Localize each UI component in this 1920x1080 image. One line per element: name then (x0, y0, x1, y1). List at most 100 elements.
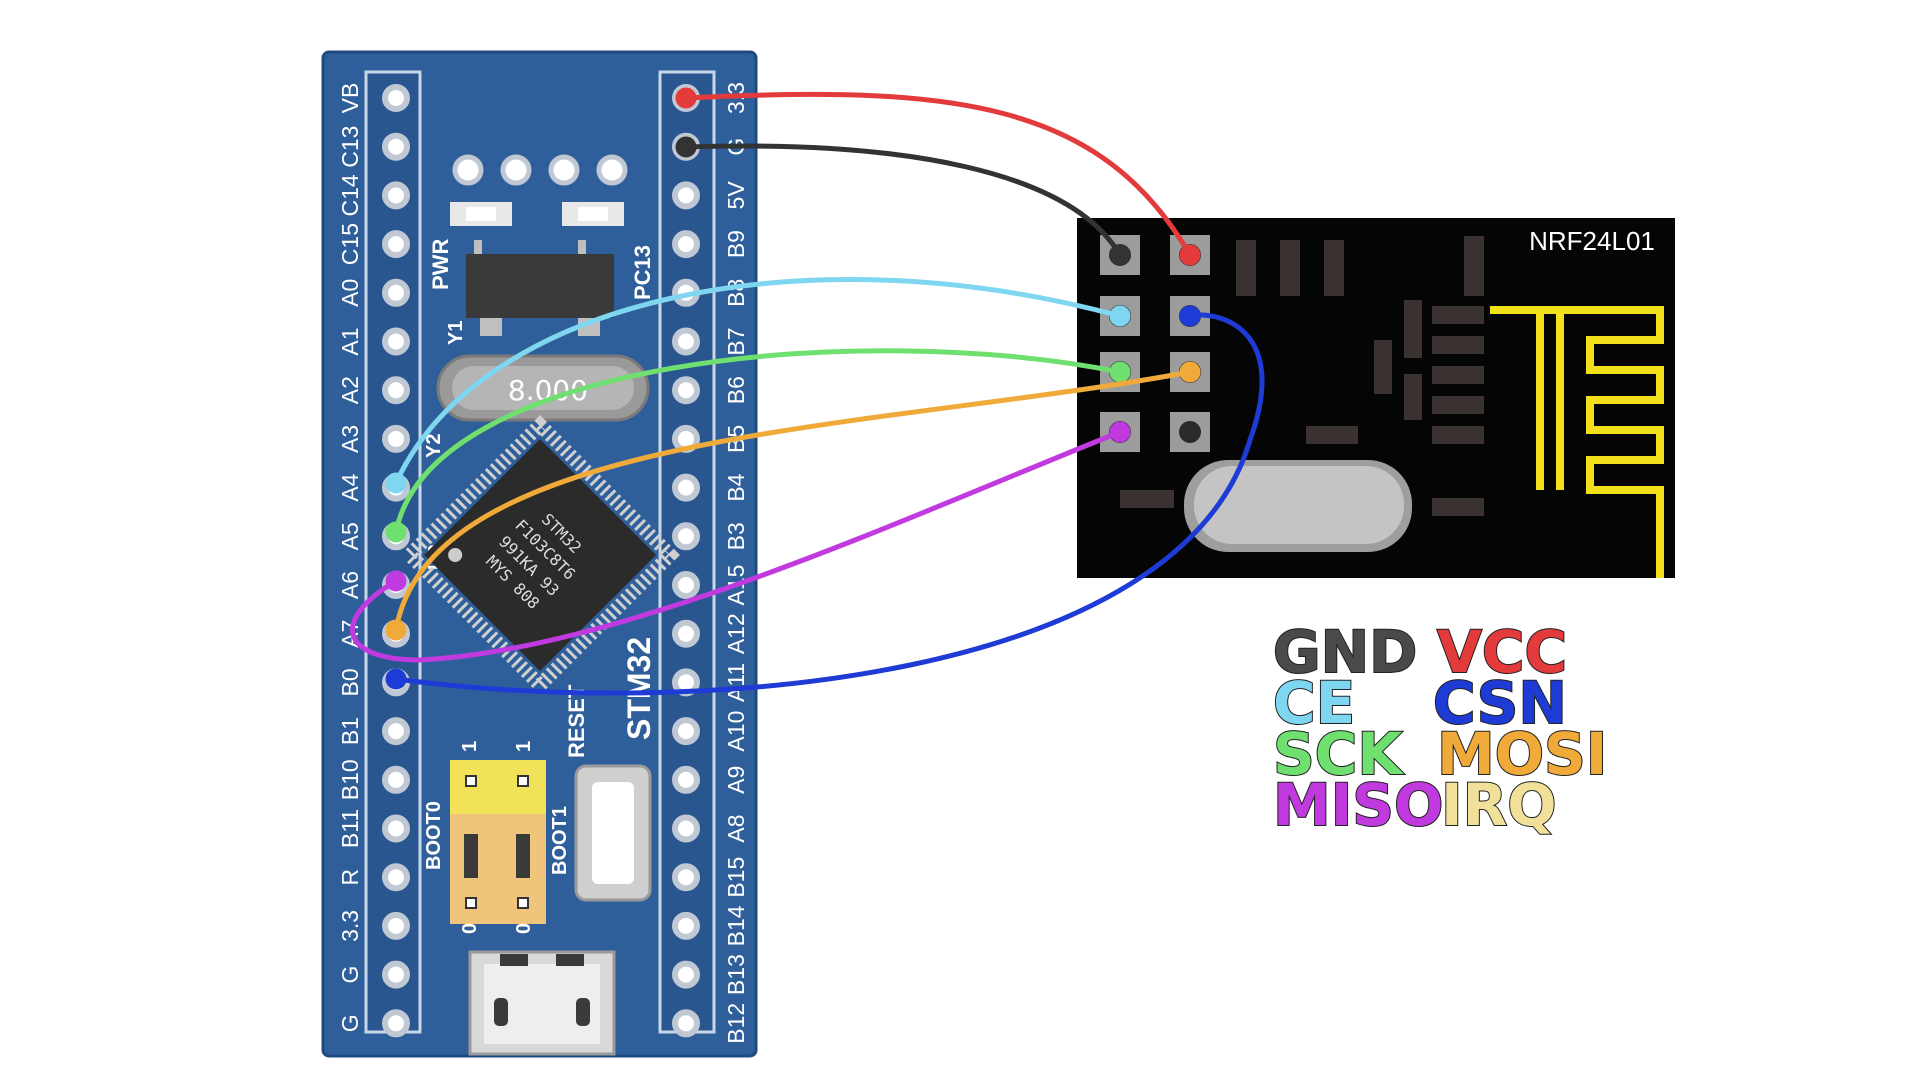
pcb-antenna (1490, 306, 1664, 578)
wire-vcc (683, 91, 1193, 258)
right-pin-label: B4 (723, 473, 749, 501)
left-pin-hole-c15 (382, 230, 410, 259)
jumper-bottom-left-label: 0 (459, 923, 481, 934)
left-pin-hole-vb (382, 84, 410, 112)
left-pin-hole-r (382, 863, 410, 892)
reset-label: RESET (564, 684, 589, 758)
pwr-label: PWR (428, 239, 453, 290)
right-pin-hole-b12 (672, 1009, 700, 1038)
wire-sck (393, 348, 1123, 535)
module-components (1120, 236, 1484, 516)
micro-usb-port[interactable] (468, 950, 616, 1056)
module-crystal (1184, 460, 1412, 552)
left-pin-hole-33 (382, 911, 410, 940)
right-pin-label: B15 (723, 857, 749, 898)
wire-miso-end-module (1109, 421, 1131, 443)
y1-label: Y1 (445, 321, 467, 345)
left-pin-label: C14 (337, 174, 363, 216)
right-pin-hole-b9 (672, 230, 700, 259)
crystal-oscillator: 8.000 (436, 354, 650, 422)
jumper-top-left-label: 1 (459, 741, 481, 752)
led-pc13 (562, 202, 624, 226)
left-pin-hole-a3 (382, 424, 410, 453)
left-pin-hole-c13 (382, 132, 410, 161)
left-pin-label: VB (337, 83, 363, 114)
left-pin-hole-b11 (382, 814, 410, 843)
left-pin-label: G (337, 966, 363, 984)
right-pin-label: A8 (723, 814, 749, 842)
left-pin-hole-a0 (382, 278, 410, 307)
right-pin-labels: 3.3G5VB9B8B7B6B5B4B3A15A12A11A10A9A8B15B… (723, 82, 749, 1044)
jumper-bottom-right-label: 0 (513, 923, 535, 934)
right-pin-label: 5V (723, 181, 749, 210)
boot0-label: BOOT0 (423, 801, 445, 870)
right-pin-label: B6 (723, 376, 749, 404)
legend-vcc: VCC (1437, 618, 1567, 686)
right-pin-label: B12 (723, 1003, 749, 1044)
left-pin-labels: VBC13C14C15A0A1A2A3A4A5A6A7B0B1B10B11R3.… (337, 83, 363, 1033)
legend-irq: IRQ (1441, 771, 1557, 839)
module-pad-hole (1179, 421, 1201, 443)
left-pin-hole-b10 (382, 765, 410, 794)
right-pin-holes (672, 84, 700, 1038)
left-pin-label: A6 (337, 571, 363, 599)
wire-gnd-end-board (675, 136, 697, 158)
right-pin-hole-b4 (672, 473, 700, 502)
wire-sck-end-board (385, 521, 407, 543)
wire-mosi (393, 369, 1193, 633)
reset-button[interactable] (574, 764, 652, 902)
left-pin-label: B11 (337, 809, 363, 848)
right-pin-hole-a8 (672, 814, 700, 843)
wire-csn-end-module (1179, 305, 1201, 327)
wire-csn-end-board (385, 668, 407, 690)
left-pin-label: A2 (337, 376, 363, 404)
right-pin-hole-a9 (672, 765, 700, 794)
wire-csn (393, 312, 1265, 696)
right-pin-hole-5v (672, 181, 700, 210)
legend-mosi: MOSI (1437, 720, 1607, 788)
y2-label: Y2 (423, 434, 445, 458)
boot1-label: BOOT1 (549, 806, 571, 875)
right-pin-hole-b14 (672, 911, 700, 940)
wires (350, 87, 1265, 696)
wire-ce (393, 277, 1123, 486)
wire-gnd (683, 143, 1123, 258)
right-pin-label: A10 (723, 711, 749, 752)
right-pin-hole-a15 (672, 571, 700, 599)
left-pin-label: C15 (337, 223, 363, 265)
mcu-chip: STM32 F103C8T6 991KA 93 MYS 808 (399, 414, 681, 696)
pc13-label: PC13 (630, 245, 655, 300)
module-title: NRF24L01 (1529, 226, 1655, 256)
right-pin-label: A12 (723, 613, 749, 654)
top-pads (452, 154, 628, 186)
wire-ce-end-module (1109, 305, 1131, 327)
nrf24l01-module: NRF24L01 (1077, 218, 1675, 578)
legend-sck: SCK (1273, 720, 1404, 788)
left-pin-label: 3.3 (337, 910, 363, 942)
left-pin-label: A1 (337, 327, 363, 355)
right-pin-label: A9 (723, 766, 749, 794)
boot-jumpers (450, 760, 546, 924)
left-pin-label: G (337, 1014, 363, 1032)
left-pin-label: B0 (337, 668, 363, 696)
right-pin-label: B8 (723, 279, 749, 307)
left-pin-hole-g (382, 1009, 410, 1038)
legend-gnd: GND (1273, 618, 1417, 686)
right-pin-hole-b15 (672, 863, 700, 892)
right-pin-label: B9 (723, 230, 749, 258)
right-pin-hole-a10 (672, 717, 700, 746)
right-pin-hole-a12 (672, 619, 700, 648)
left-pin-label: A0 (337, 279, 363, 307)
wire-mosi-end-board (385, 619, 407, 641)
left-pin-label: B10 (337, 759, 363, 800)
right-pin-label: B7 (723, 327, 749, 355)
stm32-logo: STM32 (621, 637, 657, 740)
left-pin-label: C13 (337, 126, 363, 168)
right-pin-hole-b7 (672, 327, 700, 356)
right-pin-label: A11 (723, 663, 749, 702)
left-pin-hole-b1 (382, 717, 410, 746)
wire-ce-end-board (385, 472, 407, 494)
legend: GND VCC CE CSN SCK MOSI MISO IRQ (1272, 617, 1608, 840)
right-pin-hole-b3 (672, 522, 700, 551)
